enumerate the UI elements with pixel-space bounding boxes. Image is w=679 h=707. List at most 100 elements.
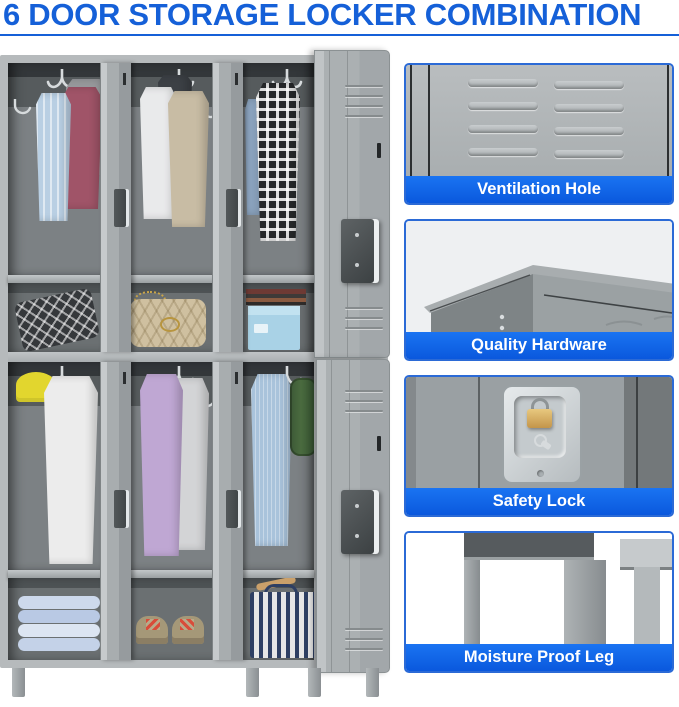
- vent-slat: [345, 105, 383, 107]
- locker-leg: [564, 560, 606, 644]
- sneaker-laces: [180, 619, 194, 630]
- box-lid: [248, 306, 300, 315]
- title-underline: [0, 34, 679, 36]
- door-gap-line: [636, 377, 638, 488]
- lavender-polo: [140, 374, 183, 556]
- plaid-shirt: [256, 83, 300, 241]
- latch-slot: [377, 143, 381, 158]
- door-crease: [329, 51, 330, 357]
- padlock: [527, 409, 552, 428]
- door-gap-line: [667, 65, 669, 176]
- folded-linen: [18, 624, 100, 637]
- vent-slat: [345, 95, 383, 97]
- blue-shirt: [36, 93, 71, 221]
- tan-sweater: [168, 91, 209, 227]
- patterned-pillow: [13, 287, 101, 352]
- vent-slat: [345, 317, 383, 319]
- chambray-shirt: [251, 374, 292, 546]
- page-title: 6 DOOR STORAGE LOCKER COMBINATION: [3, 0, 642, 32]
- latch-slot: [235, 372, 238, 384]
- adjacent-unit-edge: [620, 539, 672, 570]
- vent-slat: [554, 81, 624, 89]
- locker-photo: [0, 40, 400, 707]
- folded-linen: [18, 596, 100, 609]
- door-latch: [226, 490, 241, 528]
- vent-slat: [345, 327, 383, 329]
- right-door-bottom: [316, 359, 390, 673]
- sneaker-laces: [146, 619, 160, 630]
- lock-plate: [502, 385, 582, 484]
- folded-linen: [18, 610, 100, 623]
- feature-label-ventilation: Ventilation Hole: [406, 176, 672, 203]
- latch-slot: [235, 73, 238, 85]
- shelf-cubby-top: [8, 283, 314, 352]
- handbag-logo: [160, 317, 180, 332]
- locker-bottom-edge: [464, 533, 594, 557]
- latch-slot: [377, 436, 381, 451]
- folded-linen: [18, 638, 100, 651]
- vent-slat: [554, 127, 624, 135]
- door-gap-line: [428, 65, 430, 176]
- locker-leg: [634, 567, 660, 644]
- vent-slat: [345, 390, 383, 392]
- vent-slat: [468, 102, 538, 110]
- feature-label-leg: Moisture Proof Leg: [406, 644, 672, 671]
- feature-card-leg: Moisture Proof Leg: [404, 531, 674, 673]
- feature-card-lock: Safety Lock: [404, 375, 674, 517]
- padlock-shackle: [531, 398, 549, 412]
- storage-box: [248, 306, 300, 350]
- green-duffel-bag: [290, 378, 314, 456]
- vent-slat: [345, 307, 383, 309]
- locker-cabinet: [0, 50, 390, 673]
- sneaker: [136, 616, 168, 644]
- door-gap-line: [410, 65, 412, 176]
- stacked-books: [246, 289, 306, 305]
- door-lock-plate: [341, 490, 379, 554]
- lock-recess: [514, 396, 566, 458]
- feature-label-lock: Safety Lock: [406, 488, 672, 515]
- key-tail: [540, 439, 552, 451]
- vent-slat: [468, 148, 538, 156]
- vent-slat: [554, 150, 624, 158]
- locker-leg: [366, 668, 379, 697]
- white-coat: [44, 376, 98, 564]
- locker-leg: [246, 668, 259, 697]
- open-door: [100, 63, 131, 352]
- locker-leg: [12, 668, 25, 697]
- hardware-photo: [406, 221, 672, 332]
- open-door: [212, 362, 243, 660]
- sneaker: [172, 616, 204, 644]
- door-latch: [114, 490, 129, 528]
- lock-photo: [406, 377, 672, 488]
- feature-card-ventilation: Ventilation Hole: [404, 63, 674, 205]
- door-latch: [226, 189, 241, 227]
- side-hook-icon: [13, 99, 32, 115]
- box-label: [254, 324, 268, 333]
- ventilation-photo: [406, 65, 672, 176]
- door-gap-line: [478, 377, 480, 488]
- compartment-top-interior: [8, 63, 314, 275]
- vent-slat: [345, 410, 383, 412]
- locker-leg: [464, 560, 480, 644]
- vent-slat: [554, 104, 624, 112]
- open-door: [212, 63, 243, 352]
- folded-linens: [18, 596, 100, 651]
- quilted-handbag: [130, 299, 206, 347]
- leg-photo: [406, 533, 672, 644]
- basket-handle: [264, 584, 298, 599]
- locker-leg: [308, 668, 321, 697]
- vent-slat: [345, 628, 383, 630]
- vent-slat: [468, 125, 538, 133]
- door-crease: [331, 360, 332, 672]
- latch-slot: [123, 73, 126, 85]
- shelf-cubby-bottom: [8, 578, 314, 660]
- cabinet-corner-illustration: [424, 265, 672, 332]
- door-latch: [114, 189, 129, 227]
- vent-slat: [345, 648, 383, 650]
- shelf: [8, 570, 314, 578]
- shelf: [8, 275, 314, 283]
- screw: [537, 470, 544, 477]
- striped-basket: [250, 592, 314, 658]
- feature-card-hardware: Quality Hardware: [404, 219, 674, 361]
